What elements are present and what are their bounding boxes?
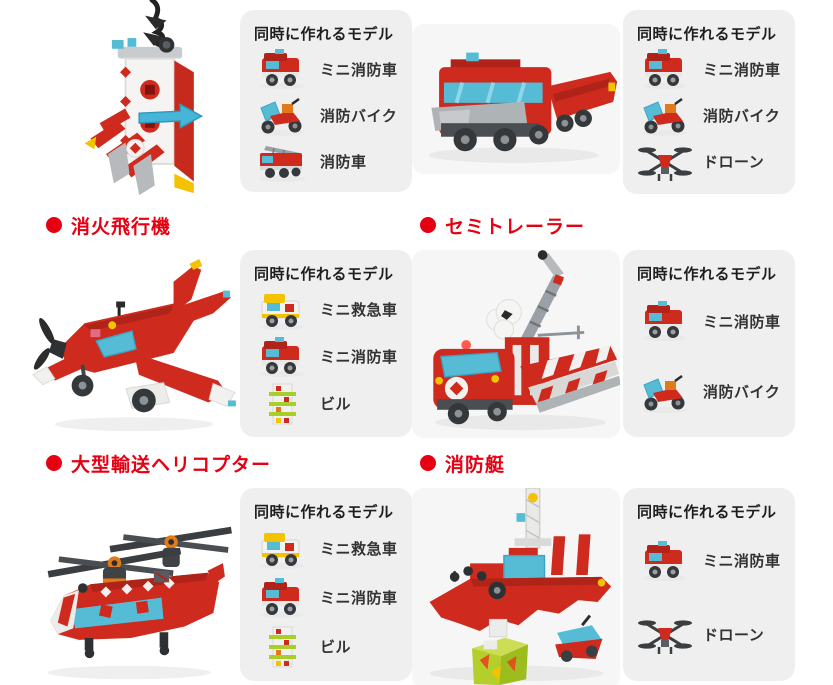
- item-label: 消防バイク: [703, 107, 781, 125]
- building-icon: [254, 381, 310, 427]
- section-title-text: セミトレーラー: [445, 216, 586, 238]
- bullet-icon: [420, 217, 436, 233]
- mini-fire-truck-icon: [637, 46, 693, 92]
- item-label: ビル: [320, 639, 352, 656]
- item-label: ミニ消防車: [703, 313, 781, 331]
- bullet-icon: [420, 455, 436, 471]
- building-icon: [254, 624, 310, 670]
- list-item: ミニ消防車: [637, 298, 787, 344]
- drone-icon: [637, 611, 693, 657]
- item-label: ミニ消防車: [320, 61, 398, 79]
- right-column: 同時に作れるモデル ミニ消防車 消防バイク ドローン: [412, 0, 833, 685]
- section-title: セミトレーラー: [420, 212, 833, 238]
- section-fire-airplane: 消火飛行機: [0, 200, 412, 438]
- section-fire-truck-trailer: 同時に作れるモデル ミニ消防車 消防バイク ドローン: [412, 0, 833, 200]
- model-photo-fire-truck-trailer: [412, 24, 620, 174]
- list-item: ミニ消防車: [254, 46, 404, 92]
- mini-fire-truck-icon: [254, 46, 310, 92]
- list-item: 消防バイク: [637, 92, 787, 138]
- list-item: ミニ消防車: [254, 334, 404, 380]
- section-title-text: 大型輸送ヘリコプター: [71, 454, 272, 476]
- fire-truck-icon: [254, 138, 310, 184]
- also-buildable-box: 同時に作れるモデル ミニ救急車 ミニ消防車 ビル: [240, 250, 412, 437]
- item-label: ビル: [320, 396, 352, 413]
- box-title: 同時に作れるモデル: [254, 26, 394, 43]
- left-column: 同時に作れるモデル ミニ消防車 消防バイク 消防車: [0, 0, 412, 685]
- model-photo-fire-airplane: [24, 254, 239, 447]
- item-label: 消防車: [320, 153, 367, 171]
- also-buildable-box: 同時に作れるモデル ミニ消防車 消防バイク 消防車: [240, 10, 412, 192]
- list-item: ミニ救急車: [254, 287, 404, 333]
- section-transport-helicopter: 大型輸送ヘリコプター: [0, 438, 412, 685]
- bullet-icon: [46, 217, 62, 233]
- item-label: ミニ救急車: [320, 302, 398, 319]
- section-title-text: 消火飛行機: [71, 216, 172, 238]
- fire-bike-icon: [637, 369, 693, 415]
- list-item: ミニ救急車: [254, 526, 404, 572]
- section-fire-station: 同時に作れるモデル ミニ消防車 消防バイク 消防車: [0, 0, 412, 200]
- mini-fire-truck-icon: [254, 575, 310, 621]
- item-label: ドローン: [703, 153, 765, 171]
- fire-bike-icon: [637, 92, 693, 138]
- section-title: 消防艇: [420, 450, 833, 476]
- box-title: 同時に作れるモデル: [637, 26, 777, 43]
- item-label: ミニ消防車: [320, 590, 398, 607]
- mini-fire-truck-icon: [637, 538, 693, 584]
- fire-bike-icon: [254, 92, 310, 138]
- model-photo-semi-trailer-crane: [412, 250, 621, 438]
- drone-icon: [637, 138, 693, 184]
- list-item: ドローン: [637, 138, 787, 184]
- model-photo-transport-helicopter: [12, 494, 240, 685]
- list-item: ミニ消防車: [637, 538, 787, 584]
- item-label: 消防バイク: [703, 384, 781, 402]
- bullet-icon: [46, 455, 62, 471]
- section-title: 消火飛行機: [46, 212, 412, 238]
- box-title: 同時に作れるモデル: [637, 504, 777, 521]
- item-label: ミニ消防車: [320, 349, 398, 366]
- mini-fire-truck-icon: [637, 298, 693, 344]
- item-label: ミニ消防車: [703, 61, 781, 79]
- mini-ambulance-icon: [254, 287, 310, 333]
- mini-ambulance-icon: [254, 526, 310, 572]
- list-item: ミニ消防車: [254, 575, 404, 621]
- model-photo-fire-boat: [412, 487, 620, 685]
- model-photo-fire-station-tower: [55, 0, 240, 205]
- list-item: 消防バイク: [637, 369, 787, 415]
- list-item: ビル: [254, 381, 404, 427]
- list-item: 消防バイク: [254, 92, 404, 138]
- also-buildable-box: 同時に作れるモデル ミニ消防車 消防バイク: [623, 250, 795, 437]
- also-buildable-box: 同時に作れるモデル ミニ消防車 消防バイク ドローン: [623, 10, 795, 194]
- also-buildable-box: 同時に作れるモデル ミニ消防車 ドローン: [623, 488, 795, 681]
- list-item: ドローン: [637, 611, 787, 657]
- box-title: 同時に作れるモデル: [254, 266, 394, 283]
- section-fire-boat: 消防艇: [412, 438, 833, 685]
- mini-fire-truck-icon: [254, 334, 310, 380]
- box-title: 同時に作れるモデル: [254, 504, 394, 521]
- section-title-text: 消防艇: [445, 454, 506, 476]
- list-item: ミニ消防車: [637, 46, 787, 92]
- item-label: ミニ消防車: [703, 553, 781, 571]
- section-title: 大型輸送ヘリコプター: [46, 450, 412, 476]
- box-title: 同時に作れるモデル: [637, 266, 777, 283]
- section-semi-trailer: セミトレーラー: [412, 200, 833, 438]
- list-item: 消防車: [254, 138, 404, 184]
- item-label: ミニ救急車: [320, 541, 398, 558]
- list-item: ビル: [254, 624, 404, 670]
- also-buildable-box: 同時に作れるモデル ミニ救急車 ミニ消防車 ビル: [240, 488, 412, 681]
- item-label: 消防バイク: [320, 107, 398, 125]
- item-label: ドローン: [703, 626, 765, 644]
